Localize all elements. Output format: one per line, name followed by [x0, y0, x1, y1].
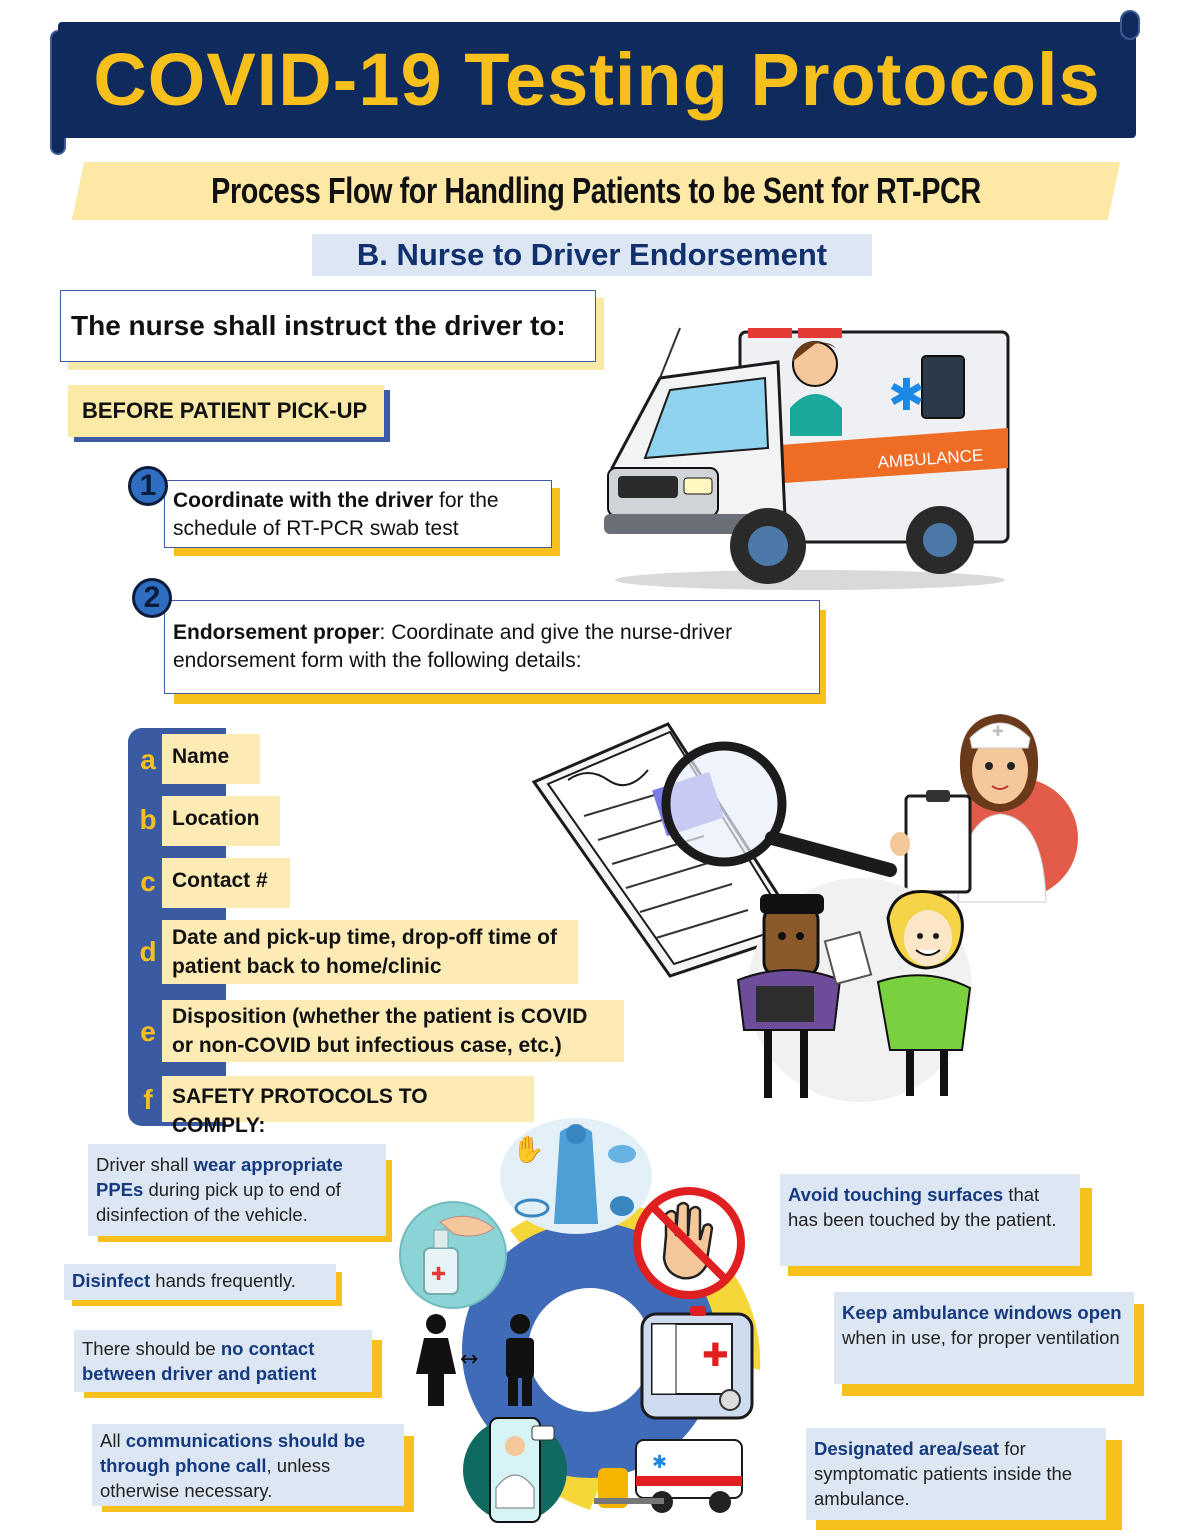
contact-bold: no contact between driver and patient: [82, 1338, 317, 1384]
banner-curl-right: [1120, 10, 1140, 40]
intro-text: The nurse shall instruct the driver to:: [60, 290, 596, 362]
stretcher-ambulance-icon: ✱: [594, 1439, 743, 1513]
page-title: COVID-19 Testing Protocols: [93, 38, 1101, 121]
seat-bold: Designated area/seat: [814, 1438, 1000, 1459]
ambulance-driver-icon: ✱ AMBULANCE: [604, 327, 1010, 590]
ppe-pre: Driver shall: [96, 1154, 194, 1175]
detail-letter-d: d: [139, 936, 157, 967]
section-heading: B. Nurse to Driver Endorsement: [312, 234, 872, 276]
ppe-post: during pick up to end of disinfection of…: [96, 1179, 341, 1225]
phone-protocol: All communications should be through pho…: [92, 1424, 404, 1506]
step-1-box: Coordinate with the driver for the sched…: [164, 480, 552, 548]
detail-letter-c: c: [140, 866, 156, 897]
step-2-bold: Endorsement proper: [173, 621, 380, 644]
svg-text:✋: ✋: [512, 1134, 544, 1165]
step-2-box: Endorsement proper: Coordinate and give …: [164, 600, 820, 694]
disinfect-bold: Disinfect: [72, 1270, 151, 1291]
disinfect-post: hands frequently.: [150, 1270, 296, 1291]
detail-contact: Contact #: [162, 858, 290, 908]
ppe-bold: wear appropriate PPEs: [96, 1154, 343, 1200]
detail-date-time: Date and pick-up time, drop-off time of …: [162, 920, 578, 984]
phone-pre: All: [100, 1430, 126, 1451]
distance-icon: ↔: [416, 1314, 534, 1406]
detail-disposition: Disposition (whether the patient is COVI…: [162, 1000, 624, 1062]
phone-post: , unless otherwise necessary.: [100, 1455, 331, 1501]
detail-letter-b: b: [139, 804, 157, 835]
svg-text:✱: ✱: [652, 1452, 667, 1473]
surfaces-post: that has been touched by the patient.: [788, 1184, 1057, 1230]
no-touch-icon: [633, 1187, 745, 1299]
svg-text:↔: ↔: [460, 1347, 478, 1372]
windows-bold: Keep ambulance windows open: [842, 1302, 1122, 1323]
windows-protocol: Keep ambulance windows open when in use,…: [834, 1292, 1134, 1384]
nurse-clipboard-icon: ✚: [890, 714, 1078, 903]
seat-post: for symptomatic patients inside the ambu…: [814, 1438, 1073, 1509]
ppe-icon: ✋: [500, 1118, 652, 1234]
hand-sanitizer-icon: ✚: [399, 1201, 507, 1309]
disinfect-protocol: Disinfect hands frequently.: [64, 1264, 336, 1300]
page-subtitle: Process Flow for Handling Patients to be…: [211, 170, 981, 269]
svg-text:✱: ✱: [888, 370, 925, 421]
detail-letter-a: a: [140, 744, 156, 775]
svg-text:✚: ✚: [702, 1336, 729, 1374]
windows-post: when in use, for proper ventilation: [842, 1327, 1120, 1348]
svg-text:✚: ✚: [992, 724, 1004, 740]
checklist-people-icon: [736, 878, 972, 1102]
ambulance-window-icon: ✚: [640, 1306, 754, 1420]
detail-location: Location: [162, 796, 280, 846]
step-2-number: 2: [132, 578, 172, 618]
title-banner: [58, 22, 1136, 138]
contact-protocol: There should be no contact between drive…: [74, 1330, 372, 1392]
document-magnifier-icon: [531, 722, 897, 978]
step-1-bold: Coordinate with the driver: [173, 489, 434, 512]
phone-bold: communications should be through phone c…: [100, 1430, 366, 1476]
step-1-number: 1: [128, 466, 168, 506]
detail-name: Name: [162, 734, 260, 784]
svg-text:✚: ✚: [431, 1264, 446, 1285]
phone-call-icon: [463, 1417, 567, 1523]
surfaces-protocol: Avoid touching surfaces that has been to…: [780, 1174, 1080, 1266]
seat-protocol: Designated area/seat for symptomatic pat…: [806, 1428, 1106, 1520]
detail-safety-protocols: SAFETY PROTOCOLS TO COMPLY:: [162, 1076, 534, 1137]
detail-letter-e: e: [140, 1016, 156, 1047]
phase-label: BEFORE PATIENT PICK-UP: [68, 385, 384, 437]
surfaces-bold: Avoid touching surfaces: [788, 1184, 1004, 1205]
contact-pre: There should be: [82, 1338, 221, 1359]
detail-letter-f: f: [143, 1084, 153, 1115]
step-1-text: for the schedule of RT-PCR swab test: [173, 489, 499, 540]
ppe-protocol: Driver shall wear appropriate PPEs durin…: [88, 1144, 386, 1236]
step-2-text: : Coordinate and give the nurse-driver e…: [173, 621, 733, 672]
